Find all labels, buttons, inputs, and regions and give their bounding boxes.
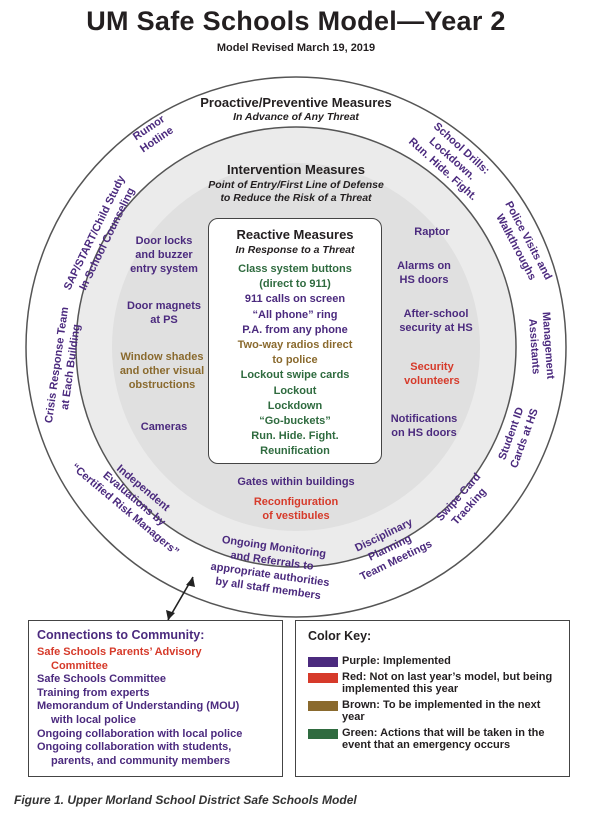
reactive-item: Lockout (273, 384, 317, 397)
community-item: Safe Schools Parents’ Advisory (37, 646, 202, 658)
reactive-item: Class system buttons (238, 263, 352, 275)
brown-swatch (308, 701, 338, 711)
cameras: Cameras (140, 421, 188, 433)
proactive-title: Proactive/Preventive Measures (200, 95, 392, 110)
key-row-red: Red: Not on last year’s model, but being… (308, 671, 563, 695)
purple-swatch (308, 657, 338, 667)
community-item: Safe Schools Committee (37, 673, 166, 686)
arrowhead-bottom (166, 610, 175, 620)
revision-date: Model Revised March 19, 2019 (216, 42, 376, 54)
figure-caption: Figure 1. Upper Morland School District … (14, 793, 357, 807)
reactive-item: (direct to 911) (259, 278, 331, 291)
key-row-green: Green: Actions that will be taken in the… (308, 727, 563, 751)
intervention-subtitle-2: to Reduce the Risk of a Threat (220, 192, 372, 204)
community-title: Connections to Community: (37, 628, 205, 642)
reactive-item: Reunification (260, 445, 330, 458)
community-item: Ongoing collaboration with local police (37, 727, 243, 740)
reactive-item: Two-way radios direct (237, 339, 353, 352)
community-item: with local police (51, 713, 136, 726)
reactive-item: to police (272, 354, 318, 367)
red-swatch (308, 673, 338, 683)
community-connections-box: Connections to Community: Safe Schools P… (28, 620, 283, 777)
arrowhead-top (186, 577, 195, 587)
reactive-title: Reactive Measures (236, 227, 354, 242)
color-key-title: Color Key: (308, 629, 372, 643)
community-item: Committee (51, 659, 108, 672)
gates-within-buildings: Gates within buildings (237, 476, 355, 488)
community-item: Memorandum of Understanding (MOU) (37, 700, 240, 713)
community-item: Training from experts (37, 686, 150, 699)
raptor: Raptor (414, 226, 450, 238)
page-title: UM Safe Schools Model—Year 2 (86, 6, 506, 36)
color-key-box: Color Key: Purple: Implemented Red: Not … (295, 620, 570, 777)
intervention-subtitle-1: Point of Entry/First Line of Defense (208, 179, 384, 191)
proactive-subtitle: In Advance of Any Threat (233, 111, 359, 123)
reactive-item: Lockdown (267, 399, 323, 412)
reactive-item: Lockout swipe cards (240, 369, 350, 382)
key-row-brown: Brown: To be implemented in the next yea… (308, 699, 563, 723)
reactive-subtitle: In Response to a Threat (235, 244, 355, 256)
key-row-purple: Purple: Implemented (308, 655, 563, 667)
community-item: Ongoing collaboration with students, (37, 741, 232, 754)
intervention-title: Intervention Measures (227, 162, 365, 177)
reactive-measures-box: Reactive Measures In Response to a Threa… (208, 218, 382, 464)
reactive-item: “Go-buckets” (259, 415, 331, 428)
reactive-item: P.A. from any phone (242, 323, 348, 336)
green-swatch (308, 729, 338, 739)
reactive-item: 911 calls on screen (244, 293, 346, 306)
reactive-item: “All phone” ring (252, 308, 338, 321)
reactive-item: Run. Hide. Fight. (251, 430, 339, 443)
community-item: parents, and community members (51, 754, 231, 767)
